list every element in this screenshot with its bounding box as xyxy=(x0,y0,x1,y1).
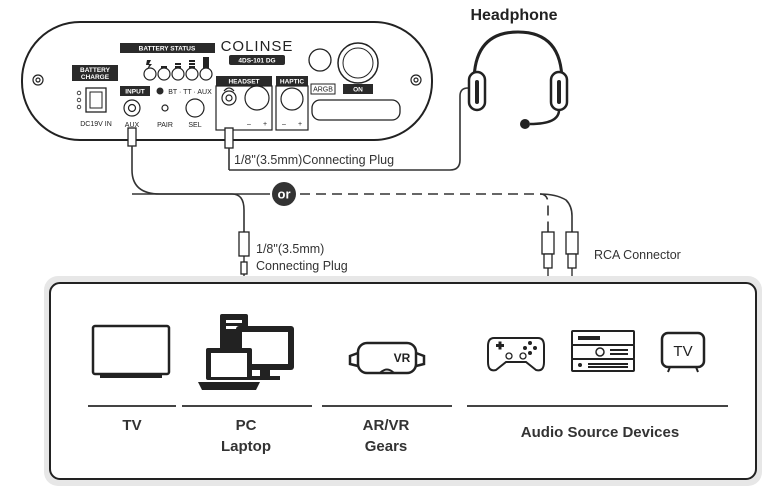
input-indicator-led xyxy=(156,87,164,95)
or-badge xyxy=(272,182,296,206)
aux-plug-note-2: Connecting Plug xyxy=(256,259,348,273)
vr-headset-icon: VR xyxy=(348,341,426,375)
battery-charge-label-2: CHARGE xyxy=(81,74,110,81)
headset-controls xyxy=(215,85,273,131)
sel-button-label: SEL xyxy=(188,122,201,129)
headphone-icon xyxy=(467,30,569,129)
tv-box-text: TV xyxy=(673,343,692,360)
dc-in-label: DC19V IN xyxy=(80,121,112,128)
rca-connector-note: RCA Connector xyxy=(594,248,681,262)
headphone-jack-icon xyxy=(223,87,235,92)
device-label-tv: TV xyxy=(122,417,141,434)
haptic-label-box xyxy=(276,76,308,86)
device-label-pc: PC xyxy=(236,417,257,434)
headphone-label: Headphone xyxy=(470,7,557,24)
battery-charge-label-box xyxy=(72,65,118,81)
on-label: ON xyxy=(353,87,363,94)
aux-port-label: AUX xyxy=(125,122,140,129)
av-receiver-icon xyxy=(571,330,635,372)
input-label-box xyxy=(120,86,150,96)
argb-label-box xyxy=(310,83,336,95)
battery-level-icons xyxy=(146,57,209,70)
haptic-label: HAPTIC xyxy=(280,79,305,86)
battery-led-full xyxy=(199,67,213,81)
haptic-plus: + xyxy=(298,121,302,128)
headset-plug xyxy=(224,127,234,149)
device-label-gears: Gears xyxy=(365,438,408,455)
device-label-audio-sources: Audio Source Devices xyxy=(521,424,679,441)
headset-label: HEADSET xyxy=(228,79,259,86)
on-label-box xyxy=(343,84,373,94)
model-badge xyxy=(229,55,285,65)
aux-plug-note-1: 1/8"(3.5mm) xyxy=(256,242,324,256)
tv-icon xyxy=(91,324,171,378)
pc-laptop-icon xyxy=(198,314,294,390)
pair-button-label: PAIR xyxy=(157,122,173,129)
screw-icon xyxy=(32,74,422,86)
argb-button xyxy=(308,48,332,72)
model-label: 4DS-101 DG xyxy=(238,58,275,65)
input-controls xyxy=(123,98,205,118)
headset-plus: + xyxy=(263,121,267,128)
brand-logo: COLINSE xyxy=(221,38,294,55)
argb-light-bar xyxy=(311,99,401,121)
device-label-arvr: AR/VR xyxy=(363,417,410,434)
battery-status-label: BATTERY STATUS xyxy=(139,46,196,53)
headphone-plug-note: 1/8"(3.5mm)Connecting Plug xyxy=(234,153,394,167)
input-modes-label: BT · TT · AUX xyxy=(168,89,212,96)
gamepad-icon xyxy=(487,337,545,372)
headset-label-box xyxy=(216,76,272,86)
haptic-minus: – xyxy=(282,121,286,128)
aux-3-5mm-plug xyxy=(238,231,250,276)
battery-charge-label-1: BATTERY xyxy=(80,67,111,74)
dc-port xyxy=(76,87,107,113)
headset-minus: – xyxy=(247,121,251,128)
battery-status-label-box xyxy=(120,43,215,53)
cables xyxy=(127,87,573,232)
amplifier-panel: BATTERY CHARGE DC19V IN BATTERY STATUS C… xyxy=(21,21,433,141)
argb-label: ARGB xyxy=(313,87,333,94)
device-label-laptop: Laptop xyxy=(221,438,271,455)
haptic-controls xyxy=(275,85,309,131)
or-label: or xyxy=(278,187,291,202)
input-label: INPUT xyxy=(125,89,145,96)
aux-plug xyxy=(127,127,137,147)
tv-box-icon: TV xyxy=(660,331,706,373)
vr-text: VR xyxy=(394,351,411,365)
